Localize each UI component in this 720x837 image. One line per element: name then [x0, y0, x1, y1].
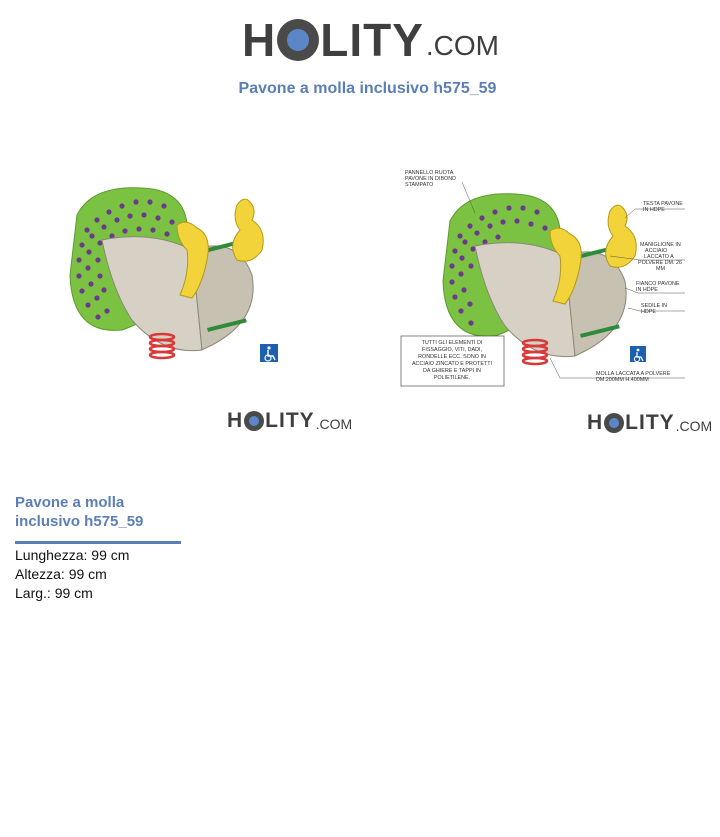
annotation-head-line-1: TESTA PAVONE [643, 201, 683, 207]
annotation-seat-line-2: HDPE [641, 309, 656, 315]
page-title: Pavone a molla inclusivo h575_59 [238, 80, 497, 97]
annotation-fixings-line-3: RONDELLE ECC. SONO IN [418, 354, 486, 360]
annotation-side-line-2: IN HDPE [636, 287, 658, 293]
annotation-spring-line-2: DM.200MM H.400MM [596, 377, 649, 383]
annotation-spring-line-1: MOLLA LACCATA A POLVERE [596, 371, 671, 377]
annotation-fixings-line-2: FISSAGGIO, VITI, DADI, [422, 347, 482, 353]
annotation-handle-line-1: MANIGLIONE IN [640, 242, 681, 248]
title-divider [15, 541, 181, 544]
product-image-left[interactable] [62, 180, 292, 370]
spec-width: Larg.: 99 cm [15, 585, 93, 601]
holity-logo-top[interactable]: H LITY .COM [242, 12, 499, 68]
annotation-handle-line-3: LACCATO A [644, 254, 674, 260]
logo-o-mark [604, 413, 625, 433]
annotation-fixings-line-6: POLIETILENE. [434, 375, 470, 381]
logo-suffix: .COM [675, 417, 713, 434]
annotation-handle: MANIGLIONE IN ACCIAIO LACCATO A POLVERE … [638, 242, 682, 272]
holity-logo-left: H LITY .COM [227, 408, 352, 434]
annotation-handle-line-5: MM [656, 266, 665, 272]
annotation-panel-line-2: PAVONE IN DIBOND [405, 176, 456, 182]
annotation-panel-line-3: STAMPATO [405, 182, 433, 188]
annotation-panel-line-1: PANNELLO RUOTA [405, 170, 454, 176]
peacock-illustration [442, 193, 646, 366]
annotation-panel: PANNELLO RUOTA PAVONE IN DIBOND STAMPATO [405, 170, 456, 188]
annotation-handle-line-4: POLVERE DM. 26 [638, 260, 682, 266]
annotation-spring: MOLLA LACCATA A POLVERE DM.200MM H.400MM [596, 371, 671, 383]
annotation-fixings: TUTTI GLI ELEMENTI DI FISSAGGIO, VITI, D… [400, 335, 505, 387]
annotation-fixings-line-4: ACCIAIO ZINCATO E PROTETTI [412, 361, 492, 367]
product-info-title: Pavone a molla inclusivo h575_59 [15, 494, 144, 530]
logo-o-mark [277, 19, 320, 61]
logo-letter-h: H [227, 409, 244, 432]
annotation-handle-line-2: ACCIAIO [645, 248, 667, 254]
annotation-fixings-line-1: TUTTI GLI ELEMENTI DI [422, 340, 483, 346]
logo-letters: LITY [320, 14, 424, 66]
annotation-seat: SEDILE IN HDPE [641, 303, 667, 315]
spec-length: Lunghezza: 99 cm [15, 547, 130, 563]
annotation-fixings-line-5: DA GHIERE E TAPPI IN [423, 368, 481, 374]
logo-suffix: .COM [315, 415, 353, 432]
product-drawing-right[interactable]: PANNELLO RUOTA PAVONE IN DIBOND STAMPATO… [400, 168, 700, 388]
annotation-seat-line-1: SEDILE IN [641, 303, 667, 309]
logo-suffix: .COM [425, 30, 500, 61]
spec-height: Altezza: 99 cm [15, 566, 107, 582]
logo-letter-h: H [587, 411, 604, 434]
wheelchair-icon [630, 346, 646, 363]
annotation-head-line-2: IN HDPE [643, 207, 665, 213]
logo-letters: LITY [265, 409, 315, 432]
peacock-illustration [69, 187, 264, 360]
holity-logo-right: H LITY .COM [587, 410, 712, 436]
annotation-head: TESTA PAVONE IN HDPE [643, 201, 683, 213]
logo-letter-h: H [242, 14, 277, 66]
logo-o-mark [244, 411, 265, 431]
annotation-side: FIANCO PAVONE IN HDPE [636, 281, 680, 293]
logo-letters: LITY [625, 411, 675, 434]
wheelchair-icon [260, 344, 278, 362]
leader-lines [461, 181, 685, 379]
annotation-side-line-1: FIANCO PAVONE [636, 281, 680, 287]
